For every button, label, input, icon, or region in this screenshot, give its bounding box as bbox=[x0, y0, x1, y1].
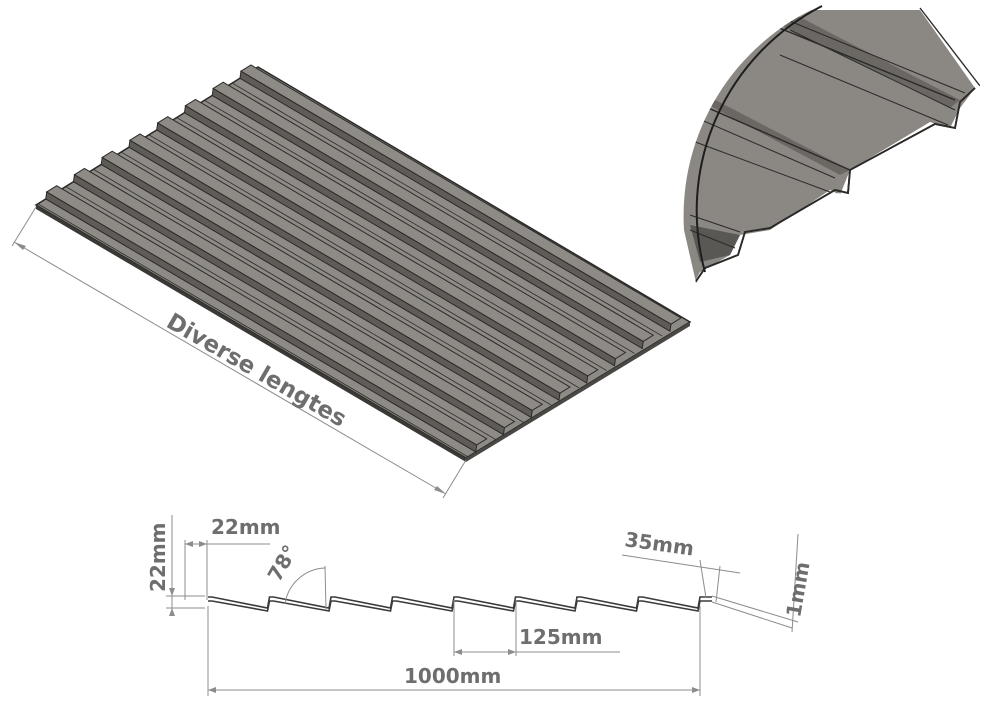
thickness-dimension: 1mm bbox=[711, 533, 815, 633]
rib-top bbox=[156, 116, 599, 377]
angle-dimension: 78° bbox=[263, 541, 327, 611]
valley-line bbox=[148, 134, 580, 389]
rib-width-label: 35mm bbox=[623, 527, 695, 560]
profile-line bbox=[208, 596, 712, 609]
total-width-dimension: 1000mm bbox=[207, 606, 701, 696]
rib-top bbox=[101, 150, 544, 412]
rib-top bbox=[239, 64, 682, 325]
valley-line bbox=[176, 117, 607, 371]
total-width-label: 1000mm bbox=[404, 664, 501, 688]
pitch-label: 125mm bbox=[519, 625, 602, 649]
rib-top bbox=[128, 133, 571, 394]
valley-line bbox=[65, 186, 496, 440]
angle-label: 78° bbox=[263, 541, 303, 586]
valley-line bbox=[231, 82, 663, 337]
rib-width-dimension: 35mm bbox=[621, 527, 741, 603]
profile-line-under bbox=[208, 600, 712, 612]
top-width-label: 22mm bbox=[211, 515, 281, 539]
rib-top bbox=[184, 98, 627, 360]
sheet-ribs bbox=[37, 64, 682, 458]
valley-line bbox=[120, 151, 552, 406]
valley-line bbox=[204, 99, 635, 354]
pitch-dimension: 125mm bbox=[453, 600, 620, 656]
rib-top bbox=[45, 185, 488, 446]
top-width-dimension: 22mm bbox=[184, 515, 281, 600]
valley-line bbox=[93, 168, 524, 423]
thickness-label: 1mm bbox=[781, 560, 814, 619]
sheet-front-edge bbox=[36, 205, 466, 462]
detail-view bbox=[683, 5, 1000, 300]
valley-line bbox=[37, 203, 469, 458]
rib-top bbox=[73, 167, 516, 429]
height-label: 22mm bbox=[146, 522, 170, 592]
sheet-right-edge bbox=[466, 322, 690, 462]
height-dimension: 22mm bbox=[146, 515, 205, 616]
cross-section bbox=[208, 596, 712, 612]
magnifier-arc bbox=[695, 5, 823, 273]
rib-top bbox=[212, 81, 655, 343]
isometric-sheet bbox=[34, 64, 692, 462]
